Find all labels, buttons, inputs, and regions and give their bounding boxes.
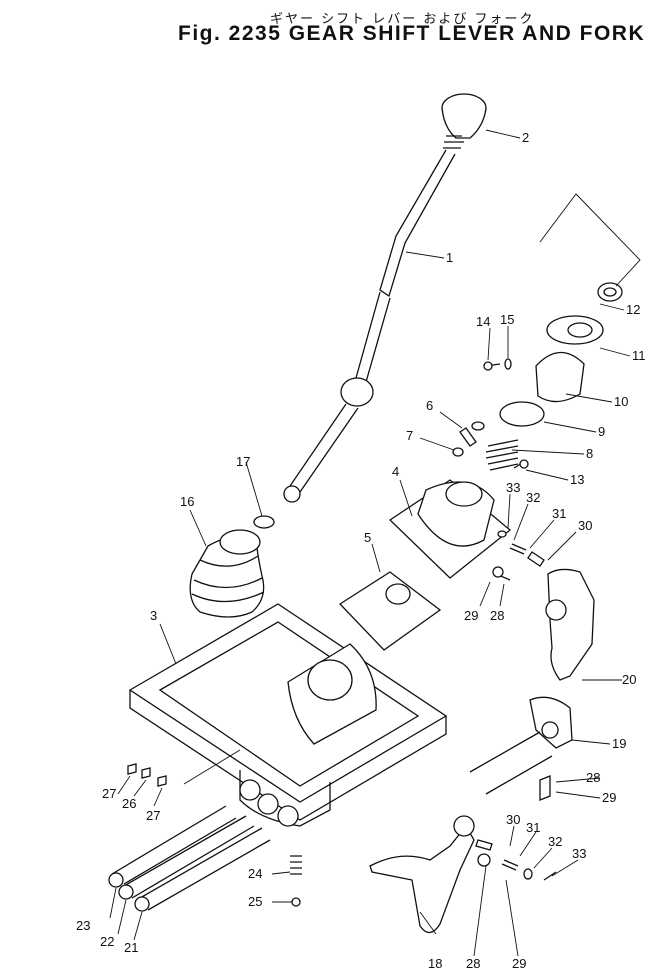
figure-title: Fig. 2235 GEAR SHIFT LEVER AND FORK bbox=[178, 22, 646, 45]
callout-10: 10 bbox=[614, 394, 628, 409]
callout-6: 6 bbox=[426, 398, 433, 413]
callout-33-lower: 33 bbox=[572, 846, 586, 861]
callout-3: 3 bbox=[150, 608, 157, 623]
callout-8: 8 bbox=[586, 446, 593, 461]
shift-knob bbox=[441, 93, 487, 149]
callout-30-lower: 30 bbox=[506, 812, 520, 827]
washer-15 bbox=[504, 358, 512, 370]
callout-19: 19 bbox=[612, 736, 626, 751]
callout-31-upper: 31 bbox=[552, 506, 566, 521]
callout-20: 20 bbox=[622, 672, 636, 687]
spring-8 bbox=[485, 439, 519, 471]
bolt-13 bbox=[513, 459, 529, 469]
shift-lever bbox=[283, 149, 456, 503]
cap-10 bbox=[535, 351, 585, 403]
callout-28-upper: 28 bbox=[490, 608, 504, 623]
bolt-14 bbox=[483, 361, 501, 371]
reference-bracket bbox=[539, 193, 641, 287]
shift-fork-19 bbox=[469, 696, 573, 801]
leader-lines bbox=[109, 129, 631, 957]
ball-25 bbox=[291, 897, 301, 907]
gasket bbox=[338, 571, 442, 651]
callout-14: 14 bbox=[476, 314, 490, 329]
washer-7 bbox=[452, 447, 464, 457]
callout-1: 1 bbox=[446, 250, 453, 265]
callout-15: 15 bbox=[500, 312, 514, 327]
callout-21: 21 bbox=[124, 940, 138, 955]
callout-31-lower: 31 bbox=[526, 820, 540, 835]
shift-fork-20 bbox=[545, 568, 595, 681]
callout-11: 11 bbox=[632, 348, 646, 363]
callout-17: 17 bbox=[236, 454, 250, 469]
shift-rails bbox=[108, 805, 271, 912]
callout-13: 13 bbox=[570, 472, 584, 487]
spring-24 bbox=[290, 855, 302, 875]
shift-case bbox=[128, 603, 448, 827]
callout-4: 4 bbox=[392, 464, 399, 479]
lever-cover bbox=[388, 479, 512, 579]
callout-27-right: 27 bbox=[146, 808, 160, 823]
callout-28-lower: 28 bbox=[466, 956, 480, 970]
callout-12: 12 bbox=[626, 302, 640, 317]
callout-26: 26 bbox=[122, 796, 136, 811]
boot-11 bbox=[546, 315, 604, 345]
callout-29-middle: 29 bbox=[602, 790, 616, 805]
callout-28-middle: 28 bbox=[586, 770, 600, 785]
callout-32-lower: 32 bbox=[548, 834, 562, 849]
callout-33-upper: 33 bbox=[506, 480, 520, 495]
callout-25: 25 bbox=[248, 894, 262, 909]
seat-9 bbox=[499, 401, 545, 427]
callout-29-lower: 29 bbox=[512, 956, 526, 970]
callout-labels: 2 1 12 11 10 9 8 13 14 15 6 7 4 5 17 16 … bbox=[76, 130, 646, 970]
rubber-boot bbox=[189, 529, 265, 618]
figure-title-japanese: ギヤー シフト レバー および フォーク bbox=[270, 12, 535, 27]
detent-set-upper bbox=[492, 530, 545, 581]
callout-16: 16 bbox=[180, 494, 194, 509]
callout-24: 24 bbox=[248, 866, 262, 881]
shift-fork-18 bbox=[369, 815, 475, 934]
callout-7: 7 bbox=[406, 428, 413, 443]
callout-23: 23 bbox=[76, 918, 90, 933]
callout-2: 2 bbox=[522, 130, 529, 145]
callout-30-upper: 30 bbox=[578, 518, 592, 533]
callout-22: 22 bbox=[100, 934, 114, 949]
callout-5: 5 bbox=[364, 530, 371, 545]
callout-29-upper: 29 bbox=[464, 608, 478, 623]
callout-18: 18 bbox=[428, 956, 442, 970]
plugs bbox=[127, 763, 167, 787]
detent-set-lower bbox=[475, 839, 557, 881]
callout-9: 9 bbox=[598, 424, 605, 439]
bushing-12 bbox=[597, 282, 623, 302]
pin-17 bbox=[253, 515, 275, 529]
callout-27-left: 27 bbox=[102, 786, 116, 801]
bolt-6 bbox=[459, 421, 485, 447]
callout-32-upper: 32 bbox=[526, 490, 540, 505]
